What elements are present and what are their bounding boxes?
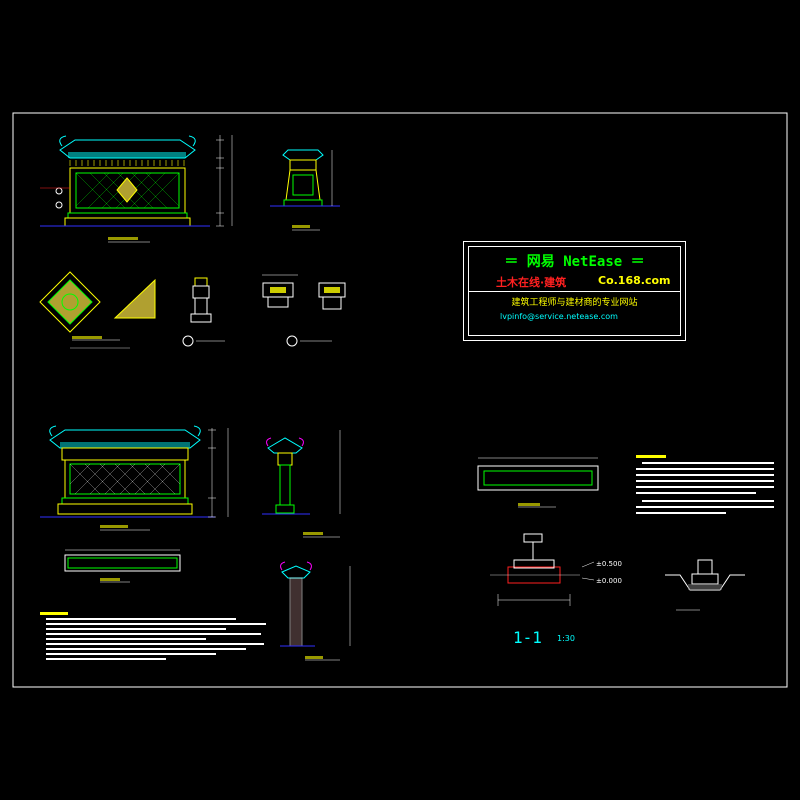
logo-frame [463,241,686,341]
logo-divider [468,291,681,292]
plan-right [477,457,599,508]
section-scale: 1:30 [557,634,575,643]
dimension-label-upper: ±0.500 [596,560,622,568]
logo-subtitle-left: 土木在线·建筑 [496,276,567,289]
drawing-frame [12,112,788,688]
front-elevation-top [40,135,233,243]
logo-mail: lvpinfo@service.netease.com [500,312,618,321]
logo-description: 建筑工程师与建材商的专业网站 [511,298,638,308]
logo-subtitle-right: Co.168.com [598,274,671,287]
plan-strip-left [64,549,181,583]
column-section [280,561,351,661]
front-elevation-bottom [40,425,229,531]
notes-block [40,612,266,660]
foundation-detail [665,559,745,611]
detail-column [182,277,225,347]
side-elevation-bottom [262,430,341,538]
section-label: 1-1 [513,628,542,647]
side-elevation-top [270,149,340,231]
section-1-1: ±0.500 ±0.000 [490,533,622,606]
detail-bracket [262,274,346,347]
logo-title: ＝ 网易 NetEase ＝ [504,254,645,270]
detail-diamond [39,271,156,349]
dimension-label-lower: ±0.000 [596,577,622,585]
notes-right [636,455,774,514]
